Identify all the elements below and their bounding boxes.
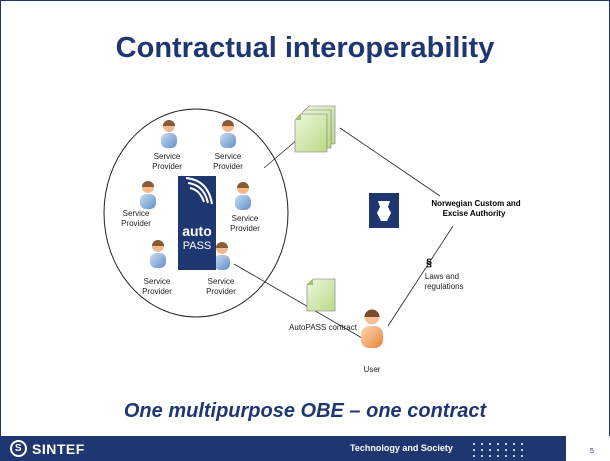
person-icon xyxy=(161,120,177,148)
provider-label: Provider xyxy=(142,287,172,296)
provider-label: Service xyxy=(208,277,235,286)
provider-label: Provider xyxy=(230,224,260,233)
link-authority-to-user xyxy=(387,225,454,327)
slide-subtitle: One multipurpose OBE – one contract xyxy=(123,400,487,422)
person-icon xyxy=(220,120,236,148)
user-icon xyxy=(361,309,383,348)
authority-label: Norwegian Custom and xyxy=(431,199,520,208)
sintef-logo: S SINTEF xyxy=(10,439,85,458)
service-provider-group xyxy=(103,108,289,318)
documents-stack-icon xyxy=(294,105,336,153)
autopass-logo: auto PASS xyxy=(178,176,216,270)
dot-pattern-icon xyxy=(473,443,523,457)
sintef-logo-icon: S xyxy=(10,440,27,457)
provider-label: Service xyxy=(215,152,242,161)
provider-label: Service xyxy=(232,214,259,223)
footer-tail xyxy=(566,436,610,461)
contract-label: AutoPASS contract xyxy=(289,323,358,332)
provider-label: Provider xyxy=(121,219,151,228)
provider-label: Service xyxy=(144,277,171,286)
svg-text:PASS: PASS xyxy=(183,240,212,252)
sintef-logo-text: SINTEF xyxy=(32,440,85,457)
svg-text:auto: auto xyxy=(182,223,212,239)
person-icon xyxy=(150,240,166,268)
user-label: User xyxy=(364,365,381,374)
laws-label: regulations xyxy=(424,282,463,291)
slide-title: Contractual interoperability xyxy=(115,32,495,64)
provider-label: Provider xyxy=(206,287,236,296)
person-icon xyxy=(214,242,230,270)
provider-label: Service xyxy=(154,152,181,161)
person-icon xyxy=(235,182,251,210)
link-provider-to-user xyxy=(233,263,363,339)
authority-emblem-icon xyxy=(369,193,399,228)
contract-document-icon xyxy=(306,278,336,312)
link-documents-to-authority xyxy=(339,127,441,197)
provider-label: Provider xyxy=(213,162,243,171)
footer-tagline: Technology and Society xyxy=(350,443,453,453)
provider-label: Provider xyxy=(152,162,182,171)
person-icon xyxy=(140,181,156,209)
authority-label: Excise Authority xyxy=(443,209,506,218)
footer-bar xyxy=(0,436,610,461)
diagram: Service Provider Service Provider Servic… xyxy=(103,105,521,374)
laws-label: Laws and xyxy=(425,272,459,281)
section-symbol: § xyxy=(426,257,432,269)
provider-label: Service xyxy=(123,209,150,218)
page-number: 5 xyxy=(590,448,594,455)
